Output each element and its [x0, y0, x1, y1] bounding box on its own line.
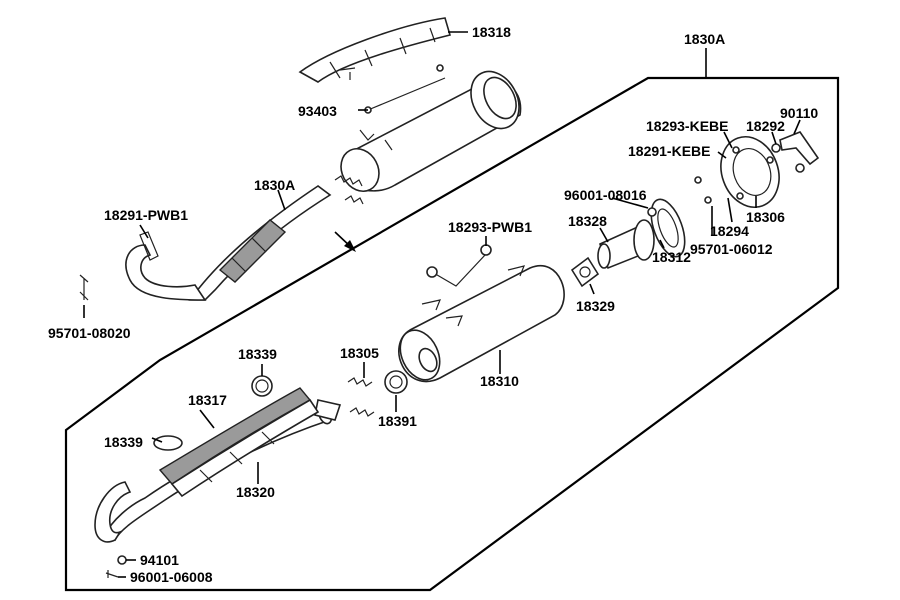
label-18339-upper: 18339 [238, 346, 277, 362]
gasket-18312 [650, 198, 686, 258]
label-18318: 18318 [472, 24, 511, 40]
label-18339-lower: 18339 [104, 434, 143, 450]
label-1830A-muffler: 1830A [254, 177, 295, 193]
spring-18305 [347, 377, 375, 417]
screw-96001-06008 [105, 570, 119, 578]
bolt-94101 [117, 555, 127, 565]
label-18328: 18328 [568, 213, 607, 229]
label-18293-KEBE: 18293-KEBE [646, 118, 729, 134]
tail-pipe-18328 [597, 219, 655, 270]
bracket-90110 [779, 131, 820, 166]
clamp-18339-lower [153, 435, 183, 451]
label-18317: 18317 [188, 392, 227, 408]
clamp-18339-upper [251, 375, 273, 397]
label-18305: 18305 [340, 345, 379, 361]
label-18312: 18312 [652, 249, 691, 265]
label-90110: 90110 [780, 105, 818, 121]
bracket-18293-PWB1 [431, 253, 487, 287]
label-93403: 93403 [298, 103, 337, 119]
label-18292: 18292 [746, 118, 785, 134]
heat-shield-18318 [298, 17, 452, 83]
bolt-96001-08016 [647, 207, 657, 217]
label-96001-08016: 96001-08016 [564, 187, 647, 203]
assembled-exhaust [125, 17, 522, 301]
heat-shield-18317 [158, 387, 320, 498]
springs-top [334, 175, 364, 205]
label-95701-06012: 95701-06012 [690, 241, 773, 257]
leader-lines [83, 31, 801, 578]
assembly-group-border [64, 76, 840, 592]
label-18391: 18391 [378, 413, 417, 429]
label-18310: 18310 [480, 373, 519, 389]
label-18306: 18306 [746, 209, 785, 225]
label-96001-06008: 96001-06008 [130, 569, 213, 585]
gasket-18329 [570, 256, 600, 288]
end-cap-18306 [720, 136, 780, 208]
label-18291-PWB1: 18291-PWB1 [104, 207, 188, 223]
muffler-18310 [398, 265, 565, 383]
label-18320: 18320 [236, 484, 275, 500]
label-18291-KEBE: 18291-KEBE [628, 143, 711, 159]
label-18329: 18329 [576, 298, 615, 314]
washer-18294 [694, 176, 702, 184]
label-18293-PWB1: 18293-PWB1 [448, 219, 532, 235]
rod-93403 [367, 77, 446, 111]
gasket-18391 [384, 370, 408, 394]
label-18294: 18294 [710, 223, 749, 239]
label-1830A-assembly-group: 1830A [684, 31, 725, 47]
part-labels: 18318 93403 1830A 1830A 18291-PWB1 95701… [48, 24, 818, 585]
label-94101: 94101 [140, 552, 179, 568]
label-95701-08020: 95701-08020 [48, 325, 131, 341]
